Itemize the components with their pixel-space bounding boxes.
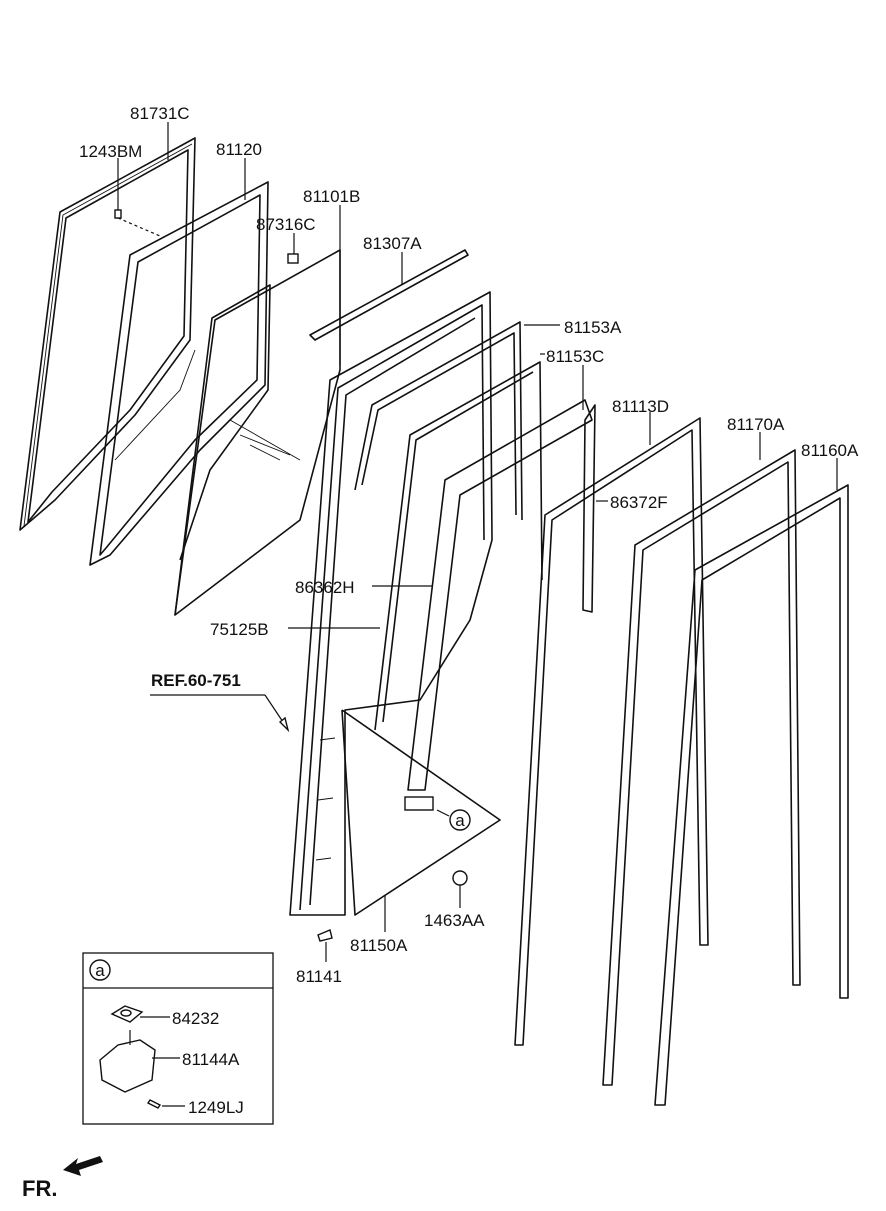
part-86372f-strip [582, 404, 596, 613]
part-1463aa-fastener [452, 870, 468, 886]
label-81150a: 81150A [350, 936, 408, 955]
part-1243bm-screw [114, 209, 161, 237]
part-81170a-weatherstrip [602, 449, 801, 1086]
label-1249lj: 1249LJ [188, 1098, 244, 1117]
part-84232-washer [110, 1005, 170, 1023]
part-81160a-weatherstrip [654, 484, 849, 1106]
callout-marker: a [455, 811, 465, 830]
part-81150a-door-panel [289, 291, 501, 916]
part-81153c-channel [374, 361, 543, 731]
callout-a: a [404, 796, 471, 831]
label-1463aa: 1463AA [424, 911, 485, 930]
front-label: FR. [22, 1176, 57, 1201]
part-1249lj-screw [146, 1099, 185, 1109]
label-87316c: 87316C [256, 215, 316, 234]
detail-box-a: a 84232 81144A 1249LJ [82, 952, 274, 1125]
label-81141: 81141 [296, 967, 342, 986]
label-81307a: 81307A [363, 234, 422, 253]
label-81160a: 81160A [801, 441, 859, 460]
label-81153c: 81153C [546, 347, 604, 366]
label-81120: 81120 [216, 140, 262, 159]
label-81144a: 81144A [182, 1050, 240, 1069]
part-81731c-weatherstrip [19, 137, 196, 531]
label-86372f: 86372F [610, 493, 668, 512]
label-81170a: 81170A [727, 415, 785, 434]
part-labels: 81731C 1243BM 81120 81101B 87316C 81307A… [79, 104, 859, 986]
label-81731c: 81731C [130, 104, 190, 123]
front-direction-indicator: FR. [22, 1156, 103, 1201]
label-81101b: 81101B [303, 187, 360, 206]
part-81120-frame [89, 181, 269, 566]
leader-lines [117, 122, 838, 962]
part-87316c-clip [287, 253, 299, 264]
label-81153a: 81153A [564, 318, 622, 337]
label-86362h: 86362H [295, 578, 355, 597]
reference-label: REF.60-751 [151, 671, 241, 690]
part-81144a-bracket [99, 1030, 180, 1093]
label-1243bm: 1243BM [79, 142, 142, 161]
part-81153a-channel [354, 321, 523, 521]
detail-box-marker: a [95, 961, 105, 980]
part-86362h-run-channel [407, 399, 593, 791]
label-75125b: 75125B [210, 620, 269, 639]
part-81307a-belt-molding [309, 249, 469, 341]
direction-arrow-icon [63, 1156, 103, 1176]
part-81141-pad [317, 929, 333, 942]
part-81113d-weatherstrip [514, 417, 709, 1046]
label-84232: 84232 [172, 1009, 219, 1028]
label-81113d: 81113D [612, 397, 669, 416]
